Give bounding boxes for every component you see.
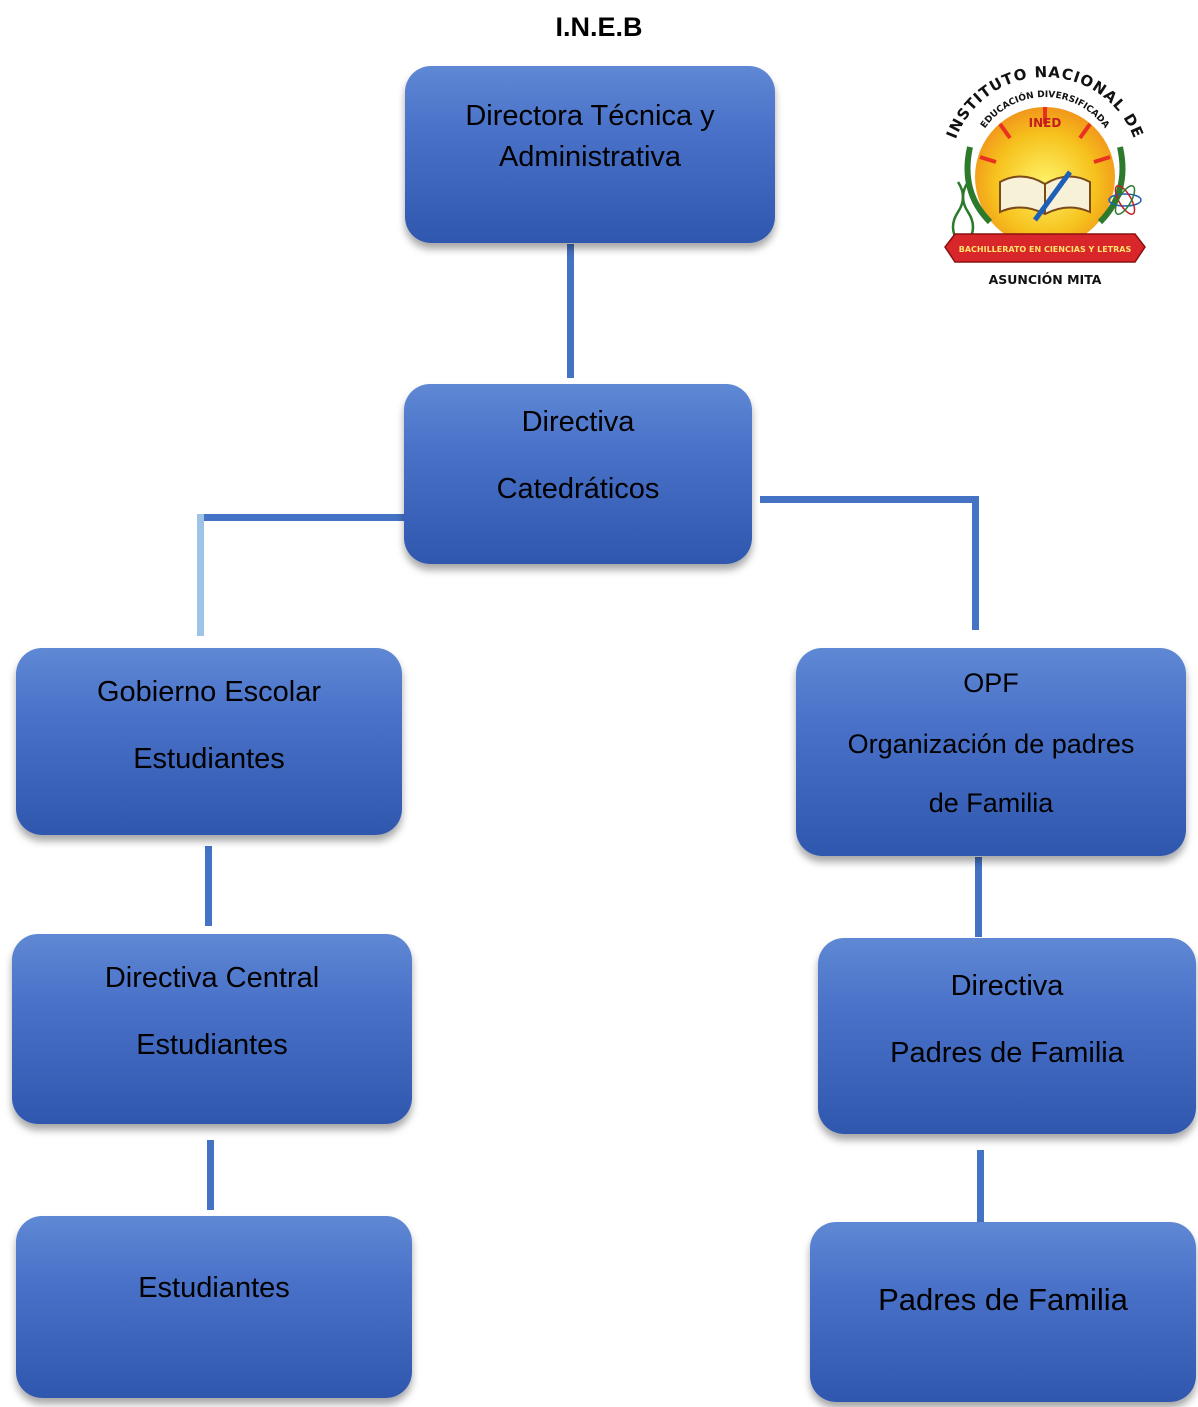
logo-badge: INED bbox=[1029, 116, 1062, 130]
node-gobierno-escolar: Gobierno Escolar Estudiantes bbox=[16, 648, 402, 835]
connector-gobierno-to-central bbox=[205, 846, 212, 926]
connector-directiva-left-vertical bbox=[197, 514, 204, 636]
ined-logo: INSTITUTO NACIONAL DE EDUCACIÓN DIVERSIF… bbox=[943, 63, 1147, 287]
node-gobierno-escolar-line2: Estudiantes bbox=[133, 743, 285, 775]
node-directiva-central-line1: Directiva Central bbox=[104, 962, 320, 994]
connector-directiva-padres-to-padres bbox=[977, 1150, 984, 1222]
node-directiva-central-line2: Estudiantes bbox=[136, 1029, 288, 1061]
node-gobierno-escolar-line1: Gobierno Escolar bbox=[96, 676, 322, 708]
node-opf-line3: de Familia bbox=[928, 788, 1054, 818]
logo-location: ASUNCIÓN MITA bbox=[989, 272, 1102, 287]
node-director-line2: Administrativa bbox=[498, 141, 682, 173]
node-opf-line2: Organización de padres bbox=[847, 729, 1135, 759]
connector-central-to-estudiantes bbox=[207, 1140, 214, 1210]
connector-directiva-right-vertical bbox=[972, 496, 979, 630]
connector-directiva-left-horizontal bbox=[202, 514, 408, 521]
node-estudiantes: Estudiantes bbox=[16, 1216, 412, 1398]
logo-ribbon-text: BACHILLERATO EN CIENCIAS Y LETRAS bbox=[959, 245, 1132, 254]
node-director: Directora Técnica y Administrativa bbox=[405, 66, 775, 243]
node-directiva-catedraticos-line2: Catedráticos bbox=[496, 473, 660, 505]
node-directiva-padres-line2: Padres de Familia bbox=[890, 1037, 1124, 1069]
connector-director-to-directiva bbox=[567, 244, 574, 378]
node-opf: OPF Organización de padres de Familia bbox=[796, 648, 1186, 856]
node-padres-familia: Padres de Familia bbox=[810, 1222, 1196, 1402]
connector-directiva-right-horizontal bbox=[760, 496, 976, 503]
connector-opf-to-directiva-padres bbox=[975, 857, 982, 937]
node-directiva-central: Directiva Central Estudiantes bbox=[12, 934, 412, 1124]
chart-title: I.N.E.B bbox=[555, 12, 643, 42]
node-directiva-catedraticos: Directiva Catedráticos bbox=[404, 384, 752, 564]
node-directiva-padres: Directiva Padres de Familia bbox=[818, 938, 1196, 1134]
node-directiva-catedraticos-line1: Directiva bbox=[521, 406, 635, 438]
node-estudiantes-line1: Estudiantes bbox=[138, 1272, 290, 1304]
node-director-line1: Directora Técnica y bbox=[465, 100, 715, 132]
node-padres-familia-line1: Padres de Familia bbox=[878, 1282, 1128, 1317]
node-directiva-padres-line1: Directiva bbox=[950, 970, 1064, 1002]
node-opf-line1: OPF bbox=[963, 668, 1019, 698]
